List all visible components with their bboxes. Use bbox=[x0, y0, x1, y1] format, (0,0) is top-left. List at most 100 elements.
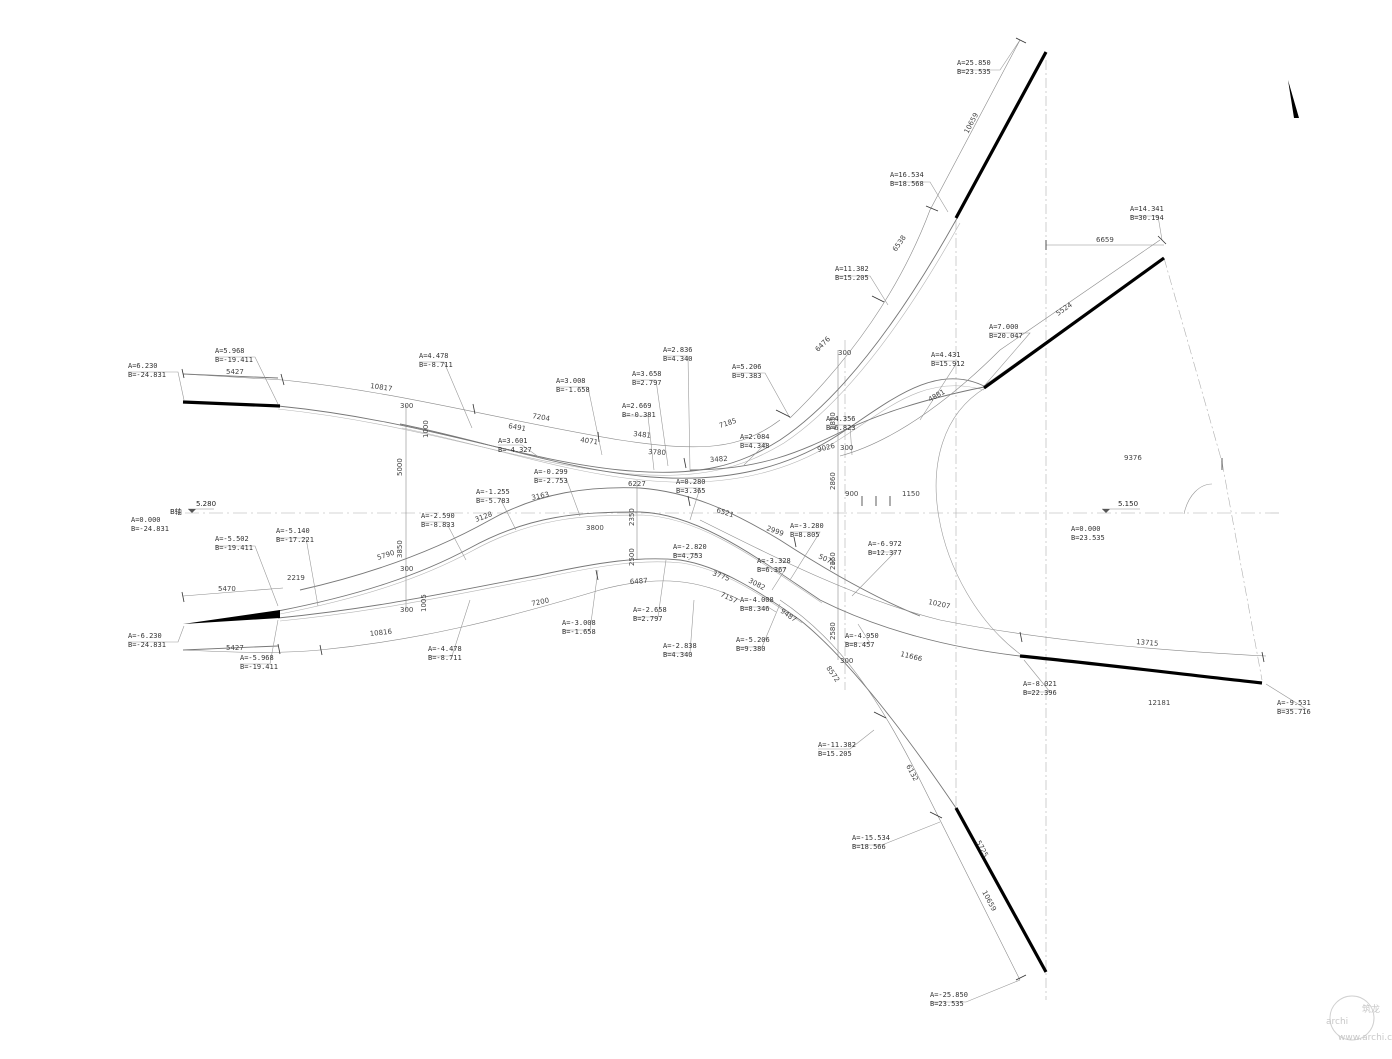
dim-8572: 8572 bbox=[824, 665, 841, 684]
bold-segment-right bbox=[1019, 654, 1263, 685]
svg-text:B=-5.783: B=-5.783 bbox=[476, 497, 510, 505]
dim-4071: 4071 bbox=[580, 436, 599, 446]
dim-13715: 13715 bbox=[1136, 638, 1159, 648]
dim-10659-bot: 10659 bbox=[980, 889, 998, 912]
svg-text:A=25.850: A=25.850 bbox=[957, 59, 991, 67]
bold-segment-upper-right-1 bbox=[954, 51, 1048, 219]
svg-text:B=20.047: B=20.047 bbox=[989, 332, 1023, 340]
leader-lines bbox=[128, 39, 1308, 1003]
angle-arc bbox=[1183, 483, 1213, 515]
dim-5790: 5790 bbox=[376, 549, 395, 562]
arc-construction-curve bbox=[935, 387, 1021, 655]
svg-text:A=-2.838: A=-2.838 bbox=[663, 642, 697, 650]
road-edge-upper-outer bbox=[277, 53, 1047, 473]
road-edge-center-upper bbox=[277, 511, 1263, 684]
dim-3082: 3082 bbox=[747, 577, 766, 592]
svg-text:A=0.280: A=0.280 bbox=[676, 478, 706, 486]
svg-text:A=3.601: A=3.601 bbox=[498, 437, 528, 445]
road-edge-center-upper-offset bbox=[279, 514, 823, 615]
svg-text:B=23.535: B=23.535 bbox=[930, 1000, 964, 1008]
svg-text:B=8.457: B=8.457 bbox=[845, 641, 875, 649]
svg-text:A=-1.255: A=-1.255 bbox=[476, 488, 510, 496]
construction-lines bbox=[185, 60, 1282, 1000]
svg-text:B=2.797: B=2.797 bbox=[633, 615, 663, 623]
svg-text:B=8.346: B=8.346 bbox=[740, 605, 770, 613]
svg-text:B=23.535: B=23.535 bbox=[957, 68, 991, 76]
svg-text:A=-6.972: A=-6.972 bbox=[868, 540, 902, 548]
svg-text:B=9.380: B=9.380 bbox=[736, 645, 766, 653]
svg-text:B=3.365: B=3.365 bbox=[676, 487, 706, 495]
dim-3128: 3128 bbox=[474, 510, 493, 524]
dim-300-b: 300 bbox=[838, 349, 851, 357]
svg-text:B=-19.411: B=-19.411 bbox=[240, 663, 278, 671]
dim-10816: 10816 bbox=[369, 628, 393, 638]
dim-3775: 3775 bbox=[711, 569, 730, 583]
svg-text:B=-24.831: B=-24.831 bbox=[128, 371, 166, 379]
svg-text:B=15.205: B=15.205 bbox=[818, 750, 852, 758]
dim-300-c: 300 bbox=[840, 444, 853, 452]
svg-text:B=-19.411: B=-19.411 bbox=[215, 356, 253, 364]
axis-label: B轴 bbox=[170, 507, 182, 516]
dim-12181: 12181 bbox=[1148, 699, 1170, 707]
dim-900: 900 bbox=[845, 490, 858, 498]
svg-text:A=4.478: A=4.478 bbox=[419, 352, 449, 360]
bold-segment-lower-right bbox=[954, 807, 1048, 973]
svg-text:A=-15.534: A=-15.534 bbox=[852, 834, 890, 842]
dim-6487: 6487 bbox=[630, 577, 648, 586]
tick-marks bbox=[181, 37, 1265, 981]
svg-text:B=30.194: B=30.194 bbox=[1130, 214, 1164, 222]
svg-text:B=-19.411: B=-19.411 bbox=[215, 544, 253, 552]
dim-2350: 2350 bbox=[628, 508, 636, 526]
svg-text:A=-3.280: A=-3.280 bbox=[790, 522, 824, 530]
svg-text:A=-3.008: A=-3.008 bbox=[562, 619, 596, 627]
svg-text:A=5.968: A=5.968 bbox=[215, 347, 245, 355]
dim-11666: 11666 bbox=[900, 650, 924, 663]
svg-text:B=12.377: B=12.377 bbox=[868, 549, 902, 557]
dim-5524: 5524 bbox=[1055, 301, 1075, 318]
svg-text:A=6.230: A=6.230 bbox=[128, 362, 158, 370]
dim-5427-bot: 5427 bbox=[226, 644, 244, 652]
svg-text:B=18.566: B=18.566 bbox=[852, 843, 886, 851]
dim-6521: 6521 bbox=[715, 506, 734, 519]
svg-text:B=-17.221: B=-17.221 bbox=[276, 536, 314, 544]
svg-text:A=-5.502: A=-5.502 bbox=[215, 535, 249, 543]
level-marks: 5.280 5.150 B轴 bbox=[170, 500, 1140, 516]
dim-2350-b: 2350 bbox=[829, 552, 837, 570]
dim-3482: 3482 bbox=[710, 455, 728, 464]
svg-text:A=-4.950: A=-4.950 bbox=[845, 632, 879, 640]
svg-text:A=-25.850: A=-25.850 bbox=[930, 991, 968, 999]
svg-text:A=4.356: A=4.356 bbox=[826, 415, 856, 423]
svg-text:A=-9.531: A=-9.531 bbox=[1277, 699, 1311, 707]
dimension-values: 5427 10817 7204 6491 4071 3481 3780 3482… bbox=[218, 112, 1170, 913]
svg-text:B=2.797: B=2.797 bbox=[632, 379, 662, 387]
svg-text:A=4.431: A=4.431 bbox=[931, 351, 961, 359]
svg-text:A=-4.478: A=-4.478 bbox=[428, 645, 462, 653]
svg-text:A=-5.968: A=-5.968 bbox=[240, 654, 274, 662]
svg-text:B=18.568: B=18.568 bbox=[890, 180, 924, 188]
dim-10817: 10817 bbox=[370, 382, 393, 393]
svg-text:B=4.340: B=4.340 bbox=[663, 651, 693, 659]
